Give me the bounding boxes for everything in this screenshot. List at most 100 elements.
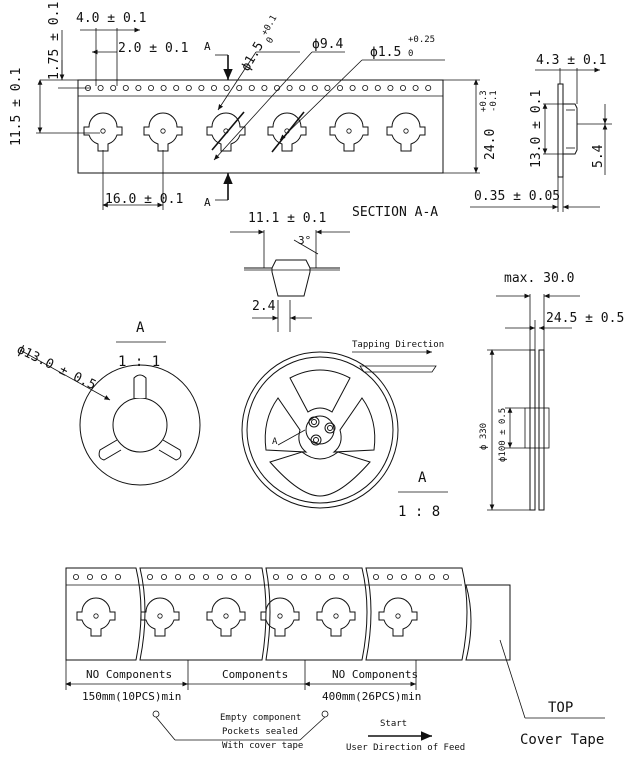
pocket-hole xyxy=(100,128,106,134)
cover-tape-label: Cover Tape xyxy=(520,732,604,748)
pocket-outline xyxy=(76,597,116,637)
pocket xyxy=(76,597,116,637)
dim-2-4: 2.4 xyxy=(252,299,276,314)
pocket-outline xyxy=(329,112,369,152)
pocket xyxy=(260,597,300,637)
pocket-outline xyxy=(83,112,123,152)
sprocket-hole xyxy=(223,85,230,92)
section-view: SECTION A-A 11.1 ± 0.1 3° 2.4 xyxy=(230,205,438,332)
sprocket-hole xyxy=(97,85,104,92)
sprocket-hole xyxy=(342,574,349,581)
dim-16-0: 16.0 ± 0.1 xyxy=(105,192,183,207)
tape-top-view: 4.0 ± 0.1 2.0 ± 0.1 1.75 ± 0.1 11.5 ± 0.… xyxy=(9,2,499,210)
sprocket-hole xyxy=(300,574,307,581)
sprocket-hole xyxy=(135,85,142,92)
dim-max-30: max. 30.0 xyxy=(504,271,574,286)
sprocket-hole xyxy=(328,574,335,581)
hub-dim-13: ϕ13.0 ± 0.5 xyxy=(14,342,98,393)
sprocket-hole xyxy=(399,85,406,92)
sprocket-hole xyxy=(261,85,268,92)
sprocket-hole xyxy=(110,85,117,92)
dim-11-5: 11.5 ± 0.1 xyxy=(9,68,24,146)
pocket xyxy=(140,597,180,637)
pocket-outline xyxy=(206,597,246,637)
hole-1-5-tol-minus: 0 xyxy=(265,36,276,46)
sprocket-hole xyxy=(362,85,369,92)
strip-sprocket-holes xyxy=(73,574,449,581)
section-marker-top: A xyxy=(204,40,211,53)
sprocket-hole xyxy=(210,85,217,92)
sprocket-hole xyxy=(374,85,381,92)
dim-330: ϕ 330 xyxy=(479,423,489,450)
pocket-hole xyxy=(223,613,229,619)
sprocket-hole xyxy=(425,85,432,92)
sprocket-hole xyxy=(73,574,80,581)
sprocket-hole xyxy=(286,85,293,92)
dim-4-0: 4.0 ± 0.1 xyxy=(76,11,146,26)
dim-100: ϕ100 ± 0.5 xyxy=(498,408,508,462)
sprocket-hole xyxy=(386,574,393,581)
pocket-hole xyxy=(333,613,339,619)
pocket xyxy=(316,597,356,637)
sprocket-hole xyxy=(336,85,343,92)
section-marker-bottom: A xyxy=(204,196,211,209)
sprocket-hole xyxy=(372,574,379,581)
hole-1-5-tol-plus: +0.1 xyxy=(260,14,280,38)
sprocket-hole xyxy=(349,85,356,92)
sprocket-hole xyxy=(400,574,407,581)
length-right: 400mm(26PCS)min xyxy=(322,690,421,703)
dim-13-0: 13.0 ± 0.1 xyxy=(529,90,544,168)
sprocket-hole xyxy=(160,85,167,92)
sprocket-hole xyxy=(230,574,237,581)
tape-side-view: 4.3 ± 0.1 13.0 ± 0.1 5.4 0.35 ± 0.05 xyxy=(470,53,612,212)
hub-label: A xyxy=(136,320,145,336)
sprocket-hole xyxy=(299,85,306,92)
sprocket-hole xyxy=(216,574,223,581)
sprocket-hole xyxy=(442,574,449,581)
sprocket-hole xyxy=(188,574,195,581)
pocket-hole xyxy=(93,613,99,619)
hole-1-5-label: ϕ1.5 xyxy=(238,39,267,74)
pocket-hole xyxy=(346,128,352,134)
sprocket-hole xyxy=(324,85,331,92)
reel-front: A Tapping Direction A 1 : 8 xyxy=(241,340,448,520)
reel-label: A xyxy=(418,470,427,486)
tape-strip: NO Components Components NO Components 1… xyxy=(65,567,605,753)
pocket xyxy=(378,597,418,637)
note-line3: With cover tape xyxy=(222,741,303,751)
note-line2: Pockets sealed xyxy=(222,727,298,737)
hole-1-5b-tol-minus: 0 xyxy=(408,49,413,59)
hole-1-5b-tol-plus: +0.25 xyxy=(408,35,435,45)
section-title: SECTION A-A xyxy=(352,205,438,220)
hub-detail: A 1 : 1 ϕ13.0 ± 0.5 xyxy=(14,320,201,486)
sprocket-hole xyxy=(311,85,318,92)
dim-5-4: 5.4 xyxy=(591,144,606,168)
pocket-outline xyxy=(378,597,418,637)
angle-3deg: 3° xyxy=(298,234,311,247)
sprocket-hole xyxy=(173,85,180,92)
sprocket-holes xyxy=(85,85,432,92)
pocket-outline xyxy=(140,597,180,637)
reel-scale: 1 : 8 xyxy=(398,504,440,520)
length-left: 150mm(10PCS)min xyxy=(82,690,181,703)
pocket xyxy=(83,112,123,152)
reel-side: max. 30.0 24.5 ± 0.5 ϕ 330 ϕ100 ± 0.5 xyxy=(479,271,624,511)
pocket-outline xyxy=(143,112,183,152)
sprocket-hole xyxy=(248,85,255,92)
pocket-hole xyxy=(403,128,409,134)
dim-24-0: 24.0 xyxy=(483,129,498,160)
sprocket-hole xyxy=(185,85,192,92)
pocket-outline xyxy=(267,112,307,152)
feed-direction: User Direction of Feed xyxy=(346,743,465,753)
dim-11-1: 11.1 ± 0.1 xyxy=(248,211,326,226)
dim-24-5: 24.5 ± 0.5 xyxy=(546,311,624,326)
dim-2-0: 2.0 ± 0.1 xyxy=(118,41,188,56)
pocket-hole xyxy=(277,613,283,619)
sprocket-hole xyxy=(198,85,205,92)
no-components-left: NO Components xyxy=(86,668,172,681)
pocket xyxy=(329,112,369,152)
sprocket-hole xyxy=(412,85,419,92)
pocket-hole xyxy=(395,613,401,619)
dim-9-4: ϕ9.4 xyxy=(312,37,343,52)
